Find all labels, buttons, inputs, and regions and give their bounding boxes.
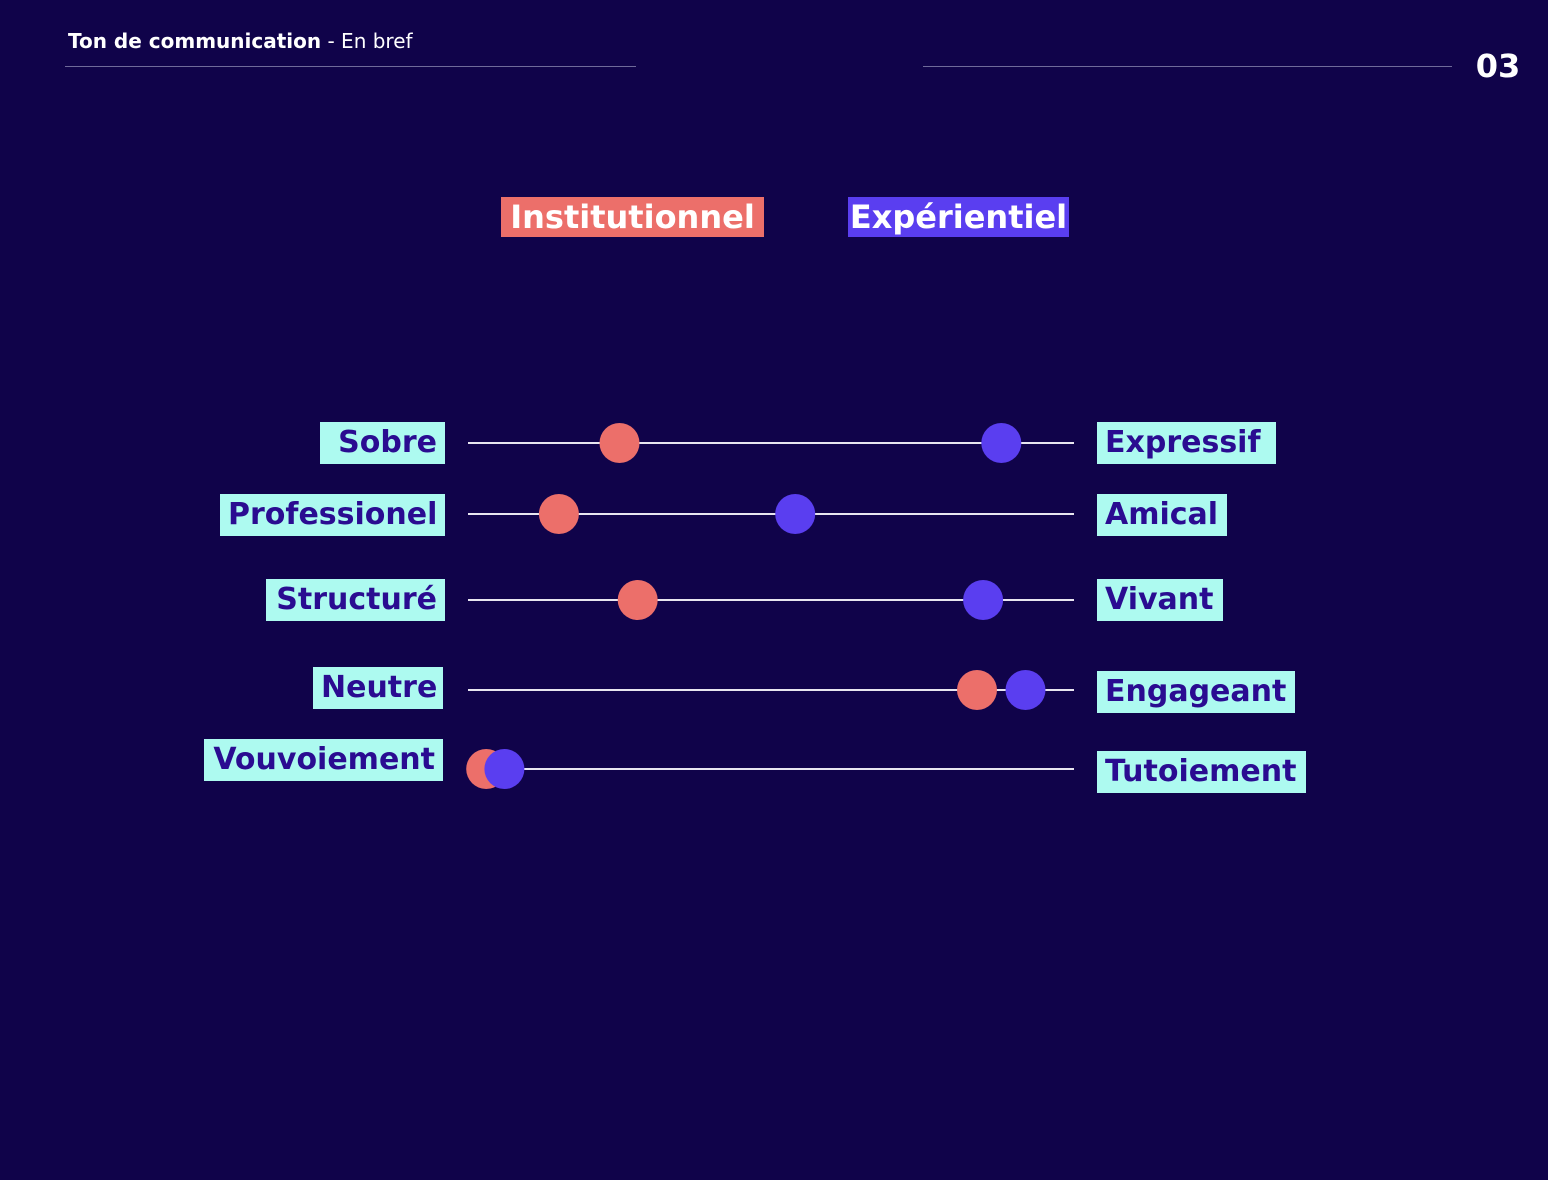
section-title-bold: Ton de communication	[68, 29, 322, 53]
header-rule-right	[923, 66, 1452, 67]
marker-experientiel	[963, 580, 1004, 620]
scale-left-label: Structuré	[266, 579, 445, 621]
scale-left-label: Professionel	[220, 494, 445, 536]
marker-institutionnel	[617, 580, 658, 620]
scale-right-label: Expressif	[1097, 422, 1276, 464]
marker-institutionnel	[957, 670, 997, 710]
scale-right-label: Amical	[1097, 494, 1227, 536]
marker-experientiel	[775, 494, 816, 534]
marker-experientiel	[981, 423, 1022, 463]
marker-experientiel	[484, 749, 525, 789]
marker-institutionnel	[538, 494, 579, 534]
scale-right-label: Tutoiement	[1097, 751, 1306, 793]
scale-right-label: Vivant	[1097, 579, 1223, 621]
header-rule-left	[65, 66, 636, 67]
section-title: Ton de communication - En bref	[68, 28, 413, 54]
legend-experientiel: Expérientiel	[848, 197, 1069, 237]
page-number: 03	[1475, 47, 1521, 85]
legend-institutionnel: Institutionnel	[501, 197, 764, 237]
marker-institutionnel	[599, 423, 640, 463]
section-title-subtitle: - En bref	[321, 29, 413, 53]
scale-right-label: Engageant	[1097, 671, 1295, 713]
scale-left-label: Vouvoiement	[204, 739, 443, 781]
scale-left-label: Sobre	[320, 422, 445, 464]
marker-experientiel	[1005, 670, 1046, 710]
scale-left-label: Neutre	[313, 667, 443, 709]
